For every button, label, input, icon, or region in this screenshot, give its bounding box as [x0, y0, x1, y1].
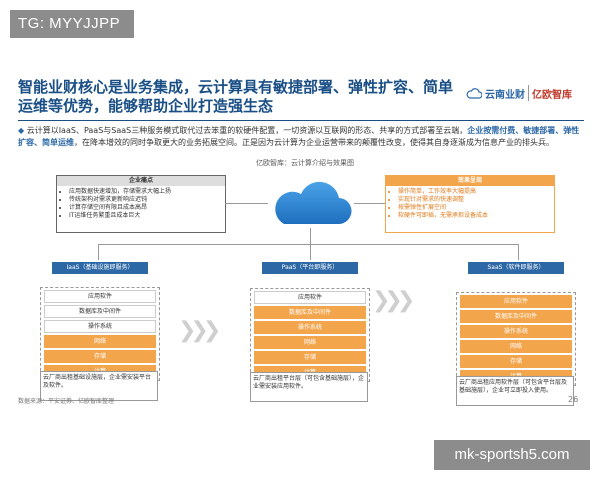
list-item: 软硬件可即插，无需承担设备成本	[398, 212, 554, 220]
pain-points-list: 应用数据快速增加，存储需求大幅上扬 传统架构对需求更新响应迟钝 计算存储空间有限…	[57, 188, 225, 220]
logo-yiou-zhiku: 亿欧智库	[532, 89, 572, 101]
data-source: 数据来源：平安证券、亿欧智库整理	[18, 398, 115, 405]
stack-layer: 数据库及中间件	[460, 310, 572, 323]
cloud-icon	[275, 181, 352, 225]
page-number: 26	[568, 395, 579, 404]
list-item: 操作简单，工作效率大幅提高	[398, 188, 554, 196]
effects-heading: 效果呈现	[386, 176, 554, 186]
service-column-heading: PaaS（平台即服务）	[262, 262, 358, 274]
stack-layer: 网络	[44, 335, 156, 348]
service-stack: 应用软件数据库及中间件操作系统网络存储计算	[250, 288, 370, 382]
stack-layer: 存储	[44, 350, 156, 363]
header-divider	[18, 120, 584, 121]
connector-line	[518, 244, 519, 260]
bottom-watermark-tag: mk-sportsh5.com	[434, 440, 590, 470]
intro-text-1: 云计算以IaaS、PaaS与SaaS三种服务模式取代过去笨重的软硬件配置，一切资…	[26, 126, 468, 135]
diamond-bullet-icon: ◆	[18, 126, 25, 135]
stack-layer: 操作系统	[44, 320, 156, 333]
cloud-logo-icon	[466, 88, 482, 99]
stack-layer: 操作系统	[254, 321, 366, 334]
list-item: 计算存储空间有限且成本高昂	[69, 204, 225, 212]
service-description: 云厂商出租基础设施层，企业需安装平台及软件。	[40, 371, 158, 401]
stack-layer: 应用软件	[254, 291, 366, 304]
connector-line	[310, 228, 311, 244]
connector-line	[98, 244, 518, 245]
stack-layer: 存储	[460, 355, 572, 368]
logo-separator	[528, 85, 529, 101]
connector-line	[310, 244, 311, 260]
list-item: 实现针对需求的快速调整	[398, 196, 554, 204]
top-watermark-tag: TG: MYYJJPP	[10, 10, 134, 38]
stack-layer: 数据库及中间件	[254, 306, 366, 319]
service-column-heading: SaaS（软件即服务）	[468, 262, 564, 274]
list-item: IT运维任务繁重且成本巨大	[69, 212, 225, 220]
intro-text-2: ，在降本增效的同时争取更大的业务拓展空间。正是因为云计算为企业运营带来的颠覆性改…	[74, 138, 554, 147]
pain-points-heading: 企业痛点	[57, 176, 225, 186]
connector-line	[354, 203, 385, 204]
list-item: 按需弹性扩展空间	[398, 204, 554, 212]
list-item: 传统架构对需求更新响应迟钝	[69, 196, 225, 204]
service-stack: 应用软件数据库及中间件操作系统网络存储计算	[40, 287, 160, 381]
intro-highlight: 企业按需付费、敏捷部署、弹性扩容、简单运维	[18, 126, 580, 147]
intro-paragraph: ◆ 云计算以IaaS、PaaS与SaaS三种服务模式取代过去笨重的软硬件配置，一…	[18, 125, 584, 149]
diagram-title: 亿欧智库：云计算介绍与效果图	[256, 159, 354, 167]
stack-layer: 网络	[254, 336, 366, 349]
stack-layer: 数据库及中间件	[44, 305, 156, 318]
connector-line	[98, 244, 99, 260]
page-title: 智能业财核心是业务集成，云计算具有敏捷部署、弹性扩容、简单运维等优势，能够帮助企…	[18, 78, 454, 115]
stack-layer: 应用软件	[44, 290, 156, 303]
brand-logos: 云南业财 亿欧智库	[466, 80, 584, 106]
logo-yunnan-yecai: 云南业财	[485, 89, 525, 101]
stack-layer: 操作系统	[460, 325, 572, 338]
service-description: 云厂商出租平台层（可包含基础施层），企业需安装应用软件。	[250, 372, 368, 402]
stack-layer: 网络	[460, 340, 572, 353]
connector-line	[225, 203, 268, 204]
list-item: 应用数据快速增加，存储需求大幅上扬	[69, 188, 225, 196]
effects-list: 操作简单，工作效率大幅提高 实现针对需求的快速调整 按需弹性扩展空间 软硬件可即…	[386, 188, 554, 220]
chevron-right-icon: ❯❯❯	[178, 318, 221, 343]
chevron-right-icon: ❯❯❯	[372, 288, 415, 313]
service-column-heading: IaaS（基础设施即服务）	[52, 262, 148, 274]
service-description: 云厂商出租应用软件层（可包含平台层及基础施层），企业可立即投入使用。	[456, 376, 574, 406]
stack-layer: 存储	[254, 351, 366, 364]
pain-points-box: 企业痛点 应用数据快速增加，存储需求大幅上扬 传统架构对需求更新响应迟钝 计算存…	[56, 175, 226, 233]
service-stack: 应用软件数据库及中间件操作系统网络存储计算	[456, 292, 576, 386]
stack-layer: 应用软件	[460, 295, 572, 308]
effects-box: 效果呈现 操作简单，工作效率大幅提高 实现针对需求的快速调整 按需弹性扩展空间 …	[385, 175, 555, 233]
